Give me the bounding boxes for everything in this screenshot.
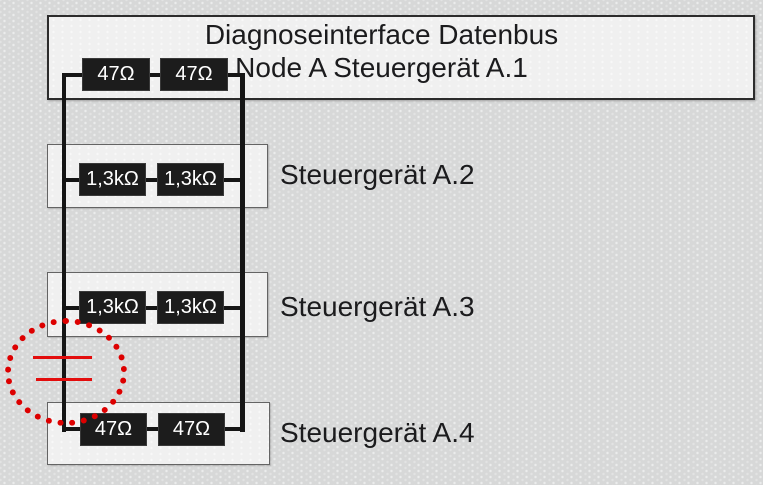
wire-stub xyxy=(62,178,79,182)
wire-stub xyxy=(224,178,245,182)
wire-stub xyxy=(146,306,157,310)
resistor-a3-1: 1,3kΩ xyxy=(79,291,146,324)
resistor-a2-2: 1,3kΩ xyxy=(157,163,224,196)
wire-stub xyxy=(147,427,158,431)
node-a1-label: Node A Steuergerät A.1 xyxy=(235,52,528,83)
resistor-a2-1: 1,3kΩ xyxy=(79,163,146,196)
resistor-a4-2: 47Ω xyxy=(158,413,225,446)
bus-title: Diagnoseinterface Datenbus xyxy=(204,19,559,50)
wire-stub xyxy=(150,73,160,77)
node-a2-label: Steuergerät A.2 xyxy=(280,159,475,190)
resistor-a3-2: 1,3kΩ xyxy=(157,291,224,324)
wire-stub xyxy=(146,178,157,182)
bus-wire-left xyxy=(62,73,66,432)
resistor-a1-2: 47Ω xyxy=(160,58,228,91)
resistor-a1-1: 47Ω xyxy=(82,58,150,91)
wire-stub xyxy=(62,427,80,431)
node-a4-label: Steuergerät A.4 xyxy=(280,417,475,448)
wire-stub xyxy=(225,427,245,431)
fault-highlight-circle xyxy=(5,318,127,426)
wire-stub xyxy=(224,306,245,310)
wire-stub xyxy=(62,306,79,310)
wire-stub xyxy=(62,73,82,77)
node-a3-label: Steuergerät A.3 xyxy=(280,291,475,322)
wire-stub xyxy=(228,73,245,77)
bus-wire-right xyxy=(240,73,245,432)
